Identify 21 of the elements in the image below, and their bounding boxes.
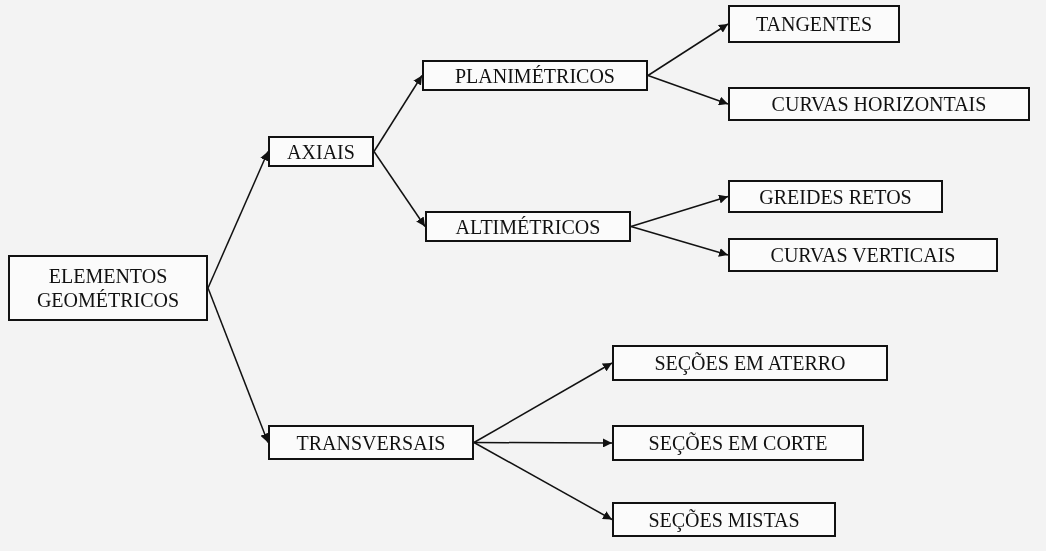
arrow <box>373 74 423 153</box>
term-box: GREIDES RETOS <box>728 180 943 213</box>
arrow <box>473 438 613 448</box>
arrow <box>473 362 613 444</box>
term-box: CURVAS HORIZONTAIS <box>728 87 1030 121</box>
term-box: TANGENTES <box>728 5 900 43</box>
arrow <box>630 194 729 228</box>
term-box: ELEMENTOS GEOMÉTRICOS <box>8 255 208 321</box>
term-box: SEÇÕES EM ATERRO <box>612 345 888 381</box>
term-box: PLANIMÉTRICOS <box>422 60 648 91</box>
arrow <box>647 23 729 77</box>
term-box: ALTIMÉTRICOS <box>425 211 631 242</box>
term-box: TRANSVERSAIS <box>268 425 474 460</box>
arrow <box>630 225 729 257</box>
term-box: SEÇÕES EM CORTE <box>612 425 864 461</box>
term-box: SEÇÕES MISTAS <box>612 502 836 537</box>
arrow <box>373 150 426 228</box>
term-box: CURVAS VERTICAIS <box>728 238 998 272</box>
arrow <box>647 74 729 106</box>
arrow <box>473 441 613 521</box>
term-box: AXIAIS <box>268 136 374 167</box>
